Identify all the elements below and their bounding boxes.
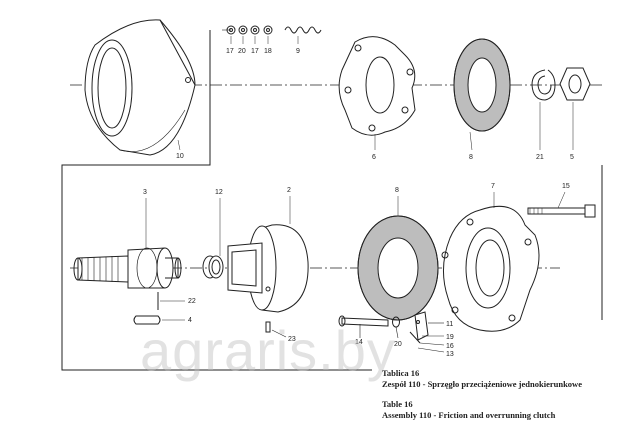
part-2-hub (227, 224, 309, 313)
label-part-8-top: 8 (469, 154, 473, 161)
caption-block: Tablica 16 Zespół 110 - Sprzęgło przecią… (382, 368, 582, 421)
label-part-18: 18 (264, 48, 272, 55)
part-12-bushing (202, 255, 224, 279)
label-part-3: 3 (143, 189, 147, 196)
part-23-grease-nipple (265, 321, 287, 338)
part-11-bracket (409, 311, 445, 353)
label-part-15: 15 (562, 183, 570, 190)
label-part-5: 5 (570, 154, 574, 161)
label-part-13: 13 (446, 351, 454, 358)
label-part-17-a: 17 (226, 48, 234, 55)
label-part-6: 6 (372, 154, 376, 161)
part-14-bolt (338, 315, 389, 338)
label-part-4: 4 (188, 317, 192, 324)
part-6-flange (338, 36, 416, 136)
part-8-friction-disc-top (453, 38, 511, 132)
watermark: agraris.by (140, 319, 396, 382)
part-9-spring (222, 26, 322, 34)
label-part-16: 16 (446, 343, 454, 350)
label-part-20: 20 (238, 48, 246, 55)
part-10-cover (84, 19, 196, 156)
part-20-washer-bottom (392, 316, 400, 339)
label-part-14: 14 (355, 339, 363, 346)
label-part-22: 22 (188, 298, 196, 305)
part-8-friction-disc-bottom (357, 215, 439, 321)
part-7-housing (441, 205, 540, 332)
label-part-23: 23 (288, 336, 296, 343)
caption-table-pl: Tablica 16 (382, 368, 420, 378)
part-labels: 10 17 20 17 18 9 6 8 21 5 3 12 2 8 7 15 … (143, 48, 574, 358)
label-part-19: 19 (446, 334, 454, 341)
label-part-20-bottom: 20 (394, 341, 402, 348)
label-part-21: 21 (536, 154, 544, 161)
part-15-bolt (527, 204, 596, 218)
label-part-2: 2 (287, 187, 291, 194)
label-part-7: 7 (491, 183, 495, 190)
label-part-12: 12 (215, 189, 223, 196)
caption-assembly-pl: Zespół 110 - Sprzęgło przeciążeniowe jed… (382, 379, 582, 389)
part-washer-group-top (226, 25, 273, 35)
caption-assembly-en: Assembly 110 - Friction and overrunning … (382, 410, 556, 420)
assembly-frame-line (61, 30, 372, 371)
part-22-pin (157, 292, 185, 310)
label-part-17-b: 17 (251, 48, 259, 55)
part-5-lock-plate (559, 67, 591, 101)
part-4-key (133, 315, 185, 325)
label-part-8-bottom: 8 (395, 187, 399, 194)
part-21-snap-ring (531, 69, 556, 101)
label-part-9: 9 (296, 48, 300, 55)
label-part-11: 11 (446, 321, 453, 328)
part-3-shaft (73, 247, 182, 289)
caption-table-en: Table 16 (382, 399, 413, 409)
label-part-10: 10 (176, 153, 184, 160)
